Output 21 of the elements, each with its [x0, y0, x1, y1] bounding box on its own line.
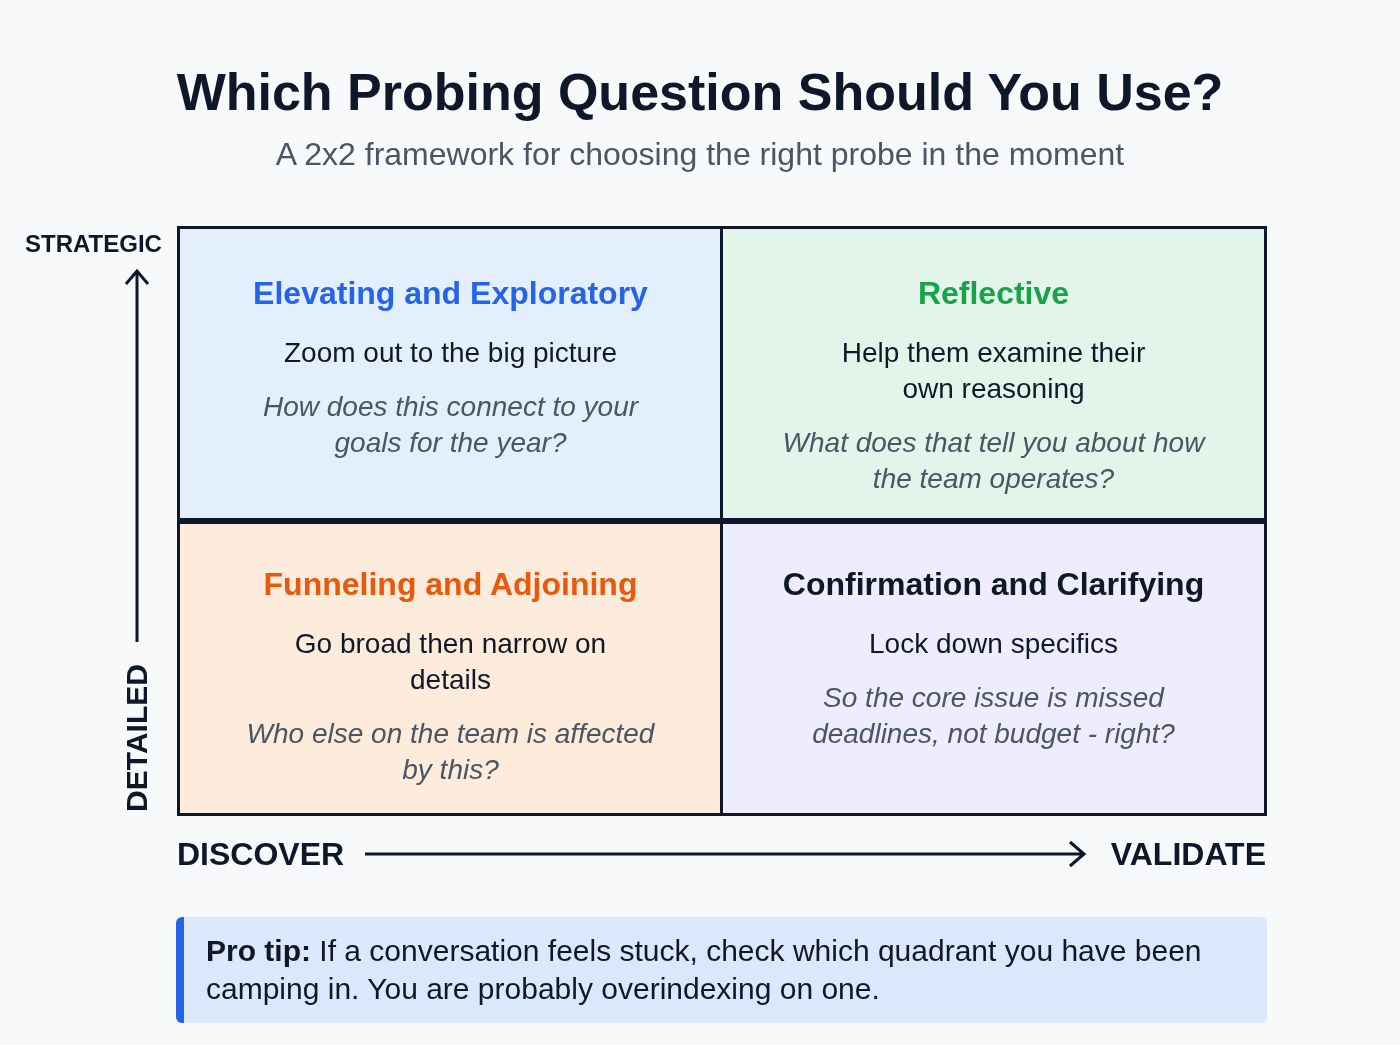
quadrant-description: Zoom out to the big picture — [283, 336, 618, 370]
quadrant-description: Help them examine their own reasoning — [840, 336, 1147, 406]
tip-text: Pro tip: If a conversation feels stuck, check which quadrant you have been camping in. You are probably overindexing on one. — [206, 933, 1203, 1007]
quadrant-heading: Confirmation and Clarifying — [782, 565, 1205, 604]
axis-label: STRATEGIC — [25, 232, 162, 256]
quadrant-heading: Funneling and Adjoining — [263, 565, 638, 604]
quadrant-description: Go broad then narrow on details — [293, 627, 608, 697]
tip-box — [176, 917, 1267, 1023]
quadrant-box — [720, 521, 1267, 816]
axis-label: VALIDATE — [1110, 838, 1266, 870]
subtitle: A 2x2 framework for choosing the right probe in the moment — [274, 138, 1126, 170]
example-question: Who else on the team is affected by this? — [245, 717, 656, 787]
example-question: What does that tell you about how the team operates? — [781, 426, 1207, 496]
example-question: So the core issue is missed deadlines, not budget - right? — [811, 681, 1176, 751]
axis-label: DISCOVER — [177, 838, 345, 870]
quadrant-heading: Reflective — [917, 274, 1070, 313]
axis-label: DETAILED — [122, 664, 152, 812]
example-question: How does this connect to your goals for the year? — [261, 390, 640, 460]
quadrant-description: Lock down specifics — [869, 627, 1118, 661]
quadrant-heading: Elevating and Exploratory — [253, 274, 648, 313]
quadrant-box — [720, 226, 1267, 521]
